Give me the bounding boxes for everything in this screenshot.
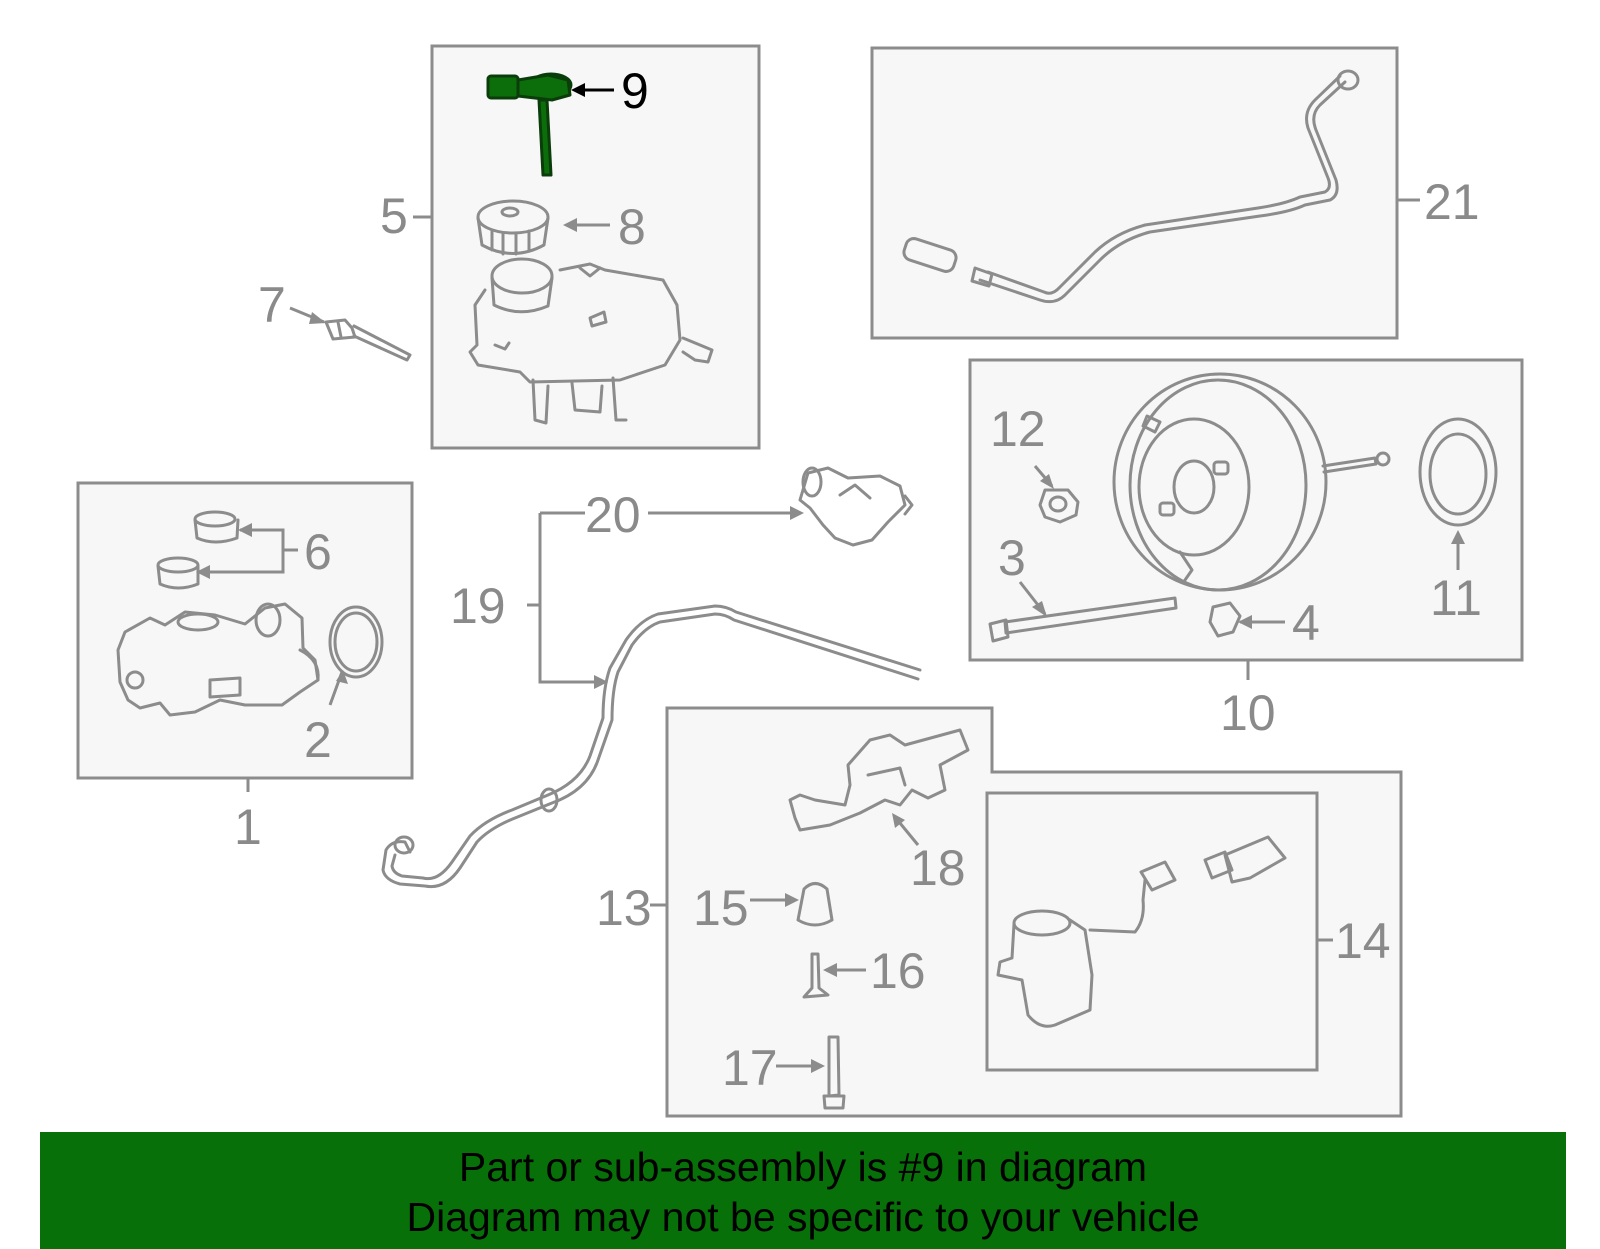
pump-subgroup-box [985,791,1319,1072]
callout-4[interactable]: 4 [1292,595,1320,651]
brake-booster-part[interactable] [1112,372,1391,592]
leader-19 [527,511,600,684]
banner-line-1: Part or sub-assembly is #9 in diagram [458,1144,1148,1190]
fluid-level-sensor-part[interactable] [486,72,573,177]
brake-tube-part[interactable] [381,604,922,889]
leader-6 [200,528,298,574]
banner-line-2: Diagram may not be specific to your vehi… [406,1194,1200,1240]
booster-gasket-part[interactable] [1418,417,1498,527]
callout-1[interactable]: 1 [234,799,262,855]
cap-part-15[interactable] [796,882,834,927]
arrow-19 [594,675,608,689]
callout-5[interactable]: 5 [380,188,408,244]
bolt-part-17[interactable] [822,1035,846,1110]
callout-12[interactable]: 12 [990,401,1046,457]
arrow-2 [336,670,348,684]
pump-bracket-part[interactable] [788,728,970,832]
callout-18[interactable]: 18 [910,840,966,896]
brake-line-group-box [870,46,1399,340]
arrow-20 [790,506,804,520]
callout-20[interactable]: 20 [585,487,641,543]
booster-sensor-part[interactable] [798,466,914,547]
brake-line-part[interactable] [902,69,1360,304]
callout-17[interactable]: 17 [722,1040,778,1096]
arrow-6a [238,523,252,537]
master-cylinder-part[interactable] [116,602,320,717]
o-ring-part-2[interactable] [328,605,384,679]
reservoir-cap-part[interactable] [476,199,550,256]
callout-19[interactable]: 19 [450,578,506,634]
arrow-16 [823,963,837,977]
callout-9[interactable]: 9 [621,63,649,119]
stud-part-3[interactable] [988,596,1178,643]
callout-16[interactable]: 16 [870,943,926,999]
callout-14[interactable]: 14 [1335,913,1391,969]
nut-part-4[interactable] [1208,601,1242,638]
arrow-11 [1451,530,1465,544]
callout-13[interactable]: 13 [596,880,652,936]
callout-15[interactable]: 15 [693,880,749,936]
grommet-part-6b[interactable] [156,556,200,590]
grommet-part-6a[interactable] [193,510,240,544]
arrow-17 [811,1059,825,1073]
arrow-9 [571,83,585,97]
reservoir-pin-part[interactable] [324,318,412,362]
arrow-3 [1032,601,1047,617]
arrow-7 [309,312,326,324]
arrow-15 [785,893,799,907]
brake-fluid-reservoir-part[interactable] [468,257,714,425]
callout-3[interactable]: 3 [998,530,1026,586]
callout-21[interactable]: 21 [1424,174,1480,230]
arrow-18 [892,813,905,828]
info-banner: Part or sub-assembly is #9 in diagram Di… [40,1132,1566,1249]
arrow-4 [1238,615,1252,629]
callout-10[interactable]: 10 [1220,685,1276,741]
reservoir-group-box [430,44,761,450]
callout-2[interactable]: 2 [304,712,332,768]
arrow-6b [196,565,210,579]
callout-11[interactable]: 11 [1430,570,1482,626]
arrow-12 [1040,474,1054,489]
callout-8[interactable]: 8 [618,199,646,255]
vacuum-pump-part[interactable] [996,835,1287,1028]
nut-part-12[interactable] [1038,488,1080,524]
callout-7[interactable]: 7 [258,277,286,333]
rivet-part-16[interactable] [802,952,830,999]
arrow-8 [563,218,577,232]
callout-6[interactable]: 6 [304,524,332,580]
